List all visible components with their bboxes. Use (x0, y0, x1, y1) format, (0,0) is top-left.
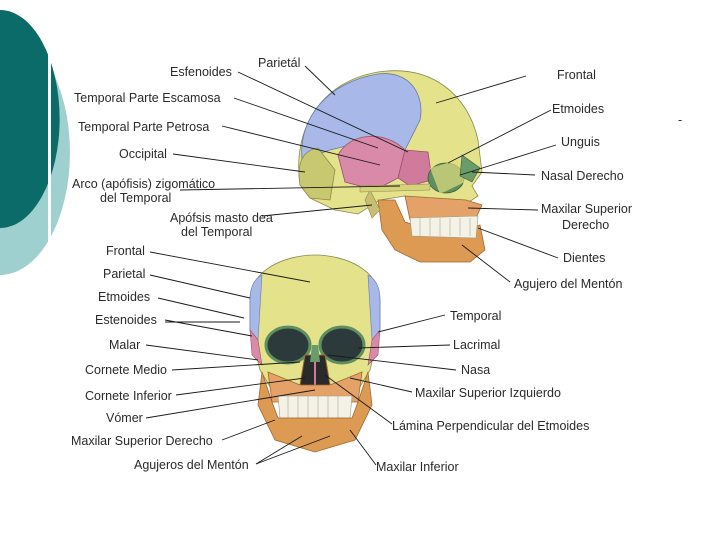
label-vomer: Vómer (106, 411, 143, 425)
orbit-right (320, 327, 364, 363)
label-dientes: Dientes (563, 251, 605, 265)
label-lacrimal: Lacrimal (453, 338, 500, 352)
label-frontal-front: Frontal (106, 244, 145, 258)
label-nasal-derecho: Nasal Derecho (541, 169, 624, 183)
label-etmoides-lateral: Etmoides (552, 102, 604, 116)
label-temporal-front: Temporal (450, 309, 501, 323)
teeth-front (278, 396, 352, 418)
label-maxilar-superior-2: Derecho (562, 218, 609, 232)
label-etmoides-front: Etmoides (98, 290, 150, 304)
label-cornete-medio: Cornete Medio (85, 363, 167, 377)
label-agujero-menton: Agujero del Mentón (514, 277, 622, 291)
label-cornete-inferior: Cornete Inferior (85, 389, 172, 403)
orbit-left (266, 327, 310, 363)
label-parietal-lateral: Parietál (258, 56, 300, 70)
label-unguis: Unguis (561, 135, 600, 149)
label-occipital: Occipital (119, 147, 167, 161)
label-parietal-front: Parietal (103, 267, 145, 281)
label-malar: Malar (109, 338, 140, 352)
label-arco-zigomatico-2: del Temporal (100, 191, 171, 205)
label-apofisis-mastoidea-1: Apófsis masto dea (170, 211, 273, 225)
label-arco-zigomatico-1: Arco (apófisis) zigomático (72, 177, 215, 191)
label-maxilar-superior-1: Maxilar Superior (541, 202, 632, 216)
label-maxilar-superior-izquierdo: Maxilar Superior Izquierdo (415, 386, 561, 400)
label-maxilar-inferior: Maxilar Inferior (376, 460, 459, 474)
label-nasa: Nasa (461, 363, 490, 377)
label-maxilar-superior-derecho: Maxilar Superior Derecho (71, 434, 213, 448)
label-temporal-petrosa: Temporal Parte Petrosa (78, 120, 209, 134)
label-apofisis-mastoidea-2: del Temporal (181, 225, 252, 239)
label-lamina-perpendicular: Lámina Perpendicular del Etmoides (392, 419, 589, 433)
label-esfenoides-front: Estenoides (95, 313, 157, 327)
label-frontal-lateral: Frontal (557, 68, 596, 82)
lateral-skull (299, 71, 485, 262)
label-agujeros-menton: Agujeros del Mentón (134, 458, 249, 472)
label-temporal-escamosa: Temporal Parte Escamosa (74, 91, 221, 105)
label-esfenoides-lateral: Esfenoides (170, 65, 232, 79)
